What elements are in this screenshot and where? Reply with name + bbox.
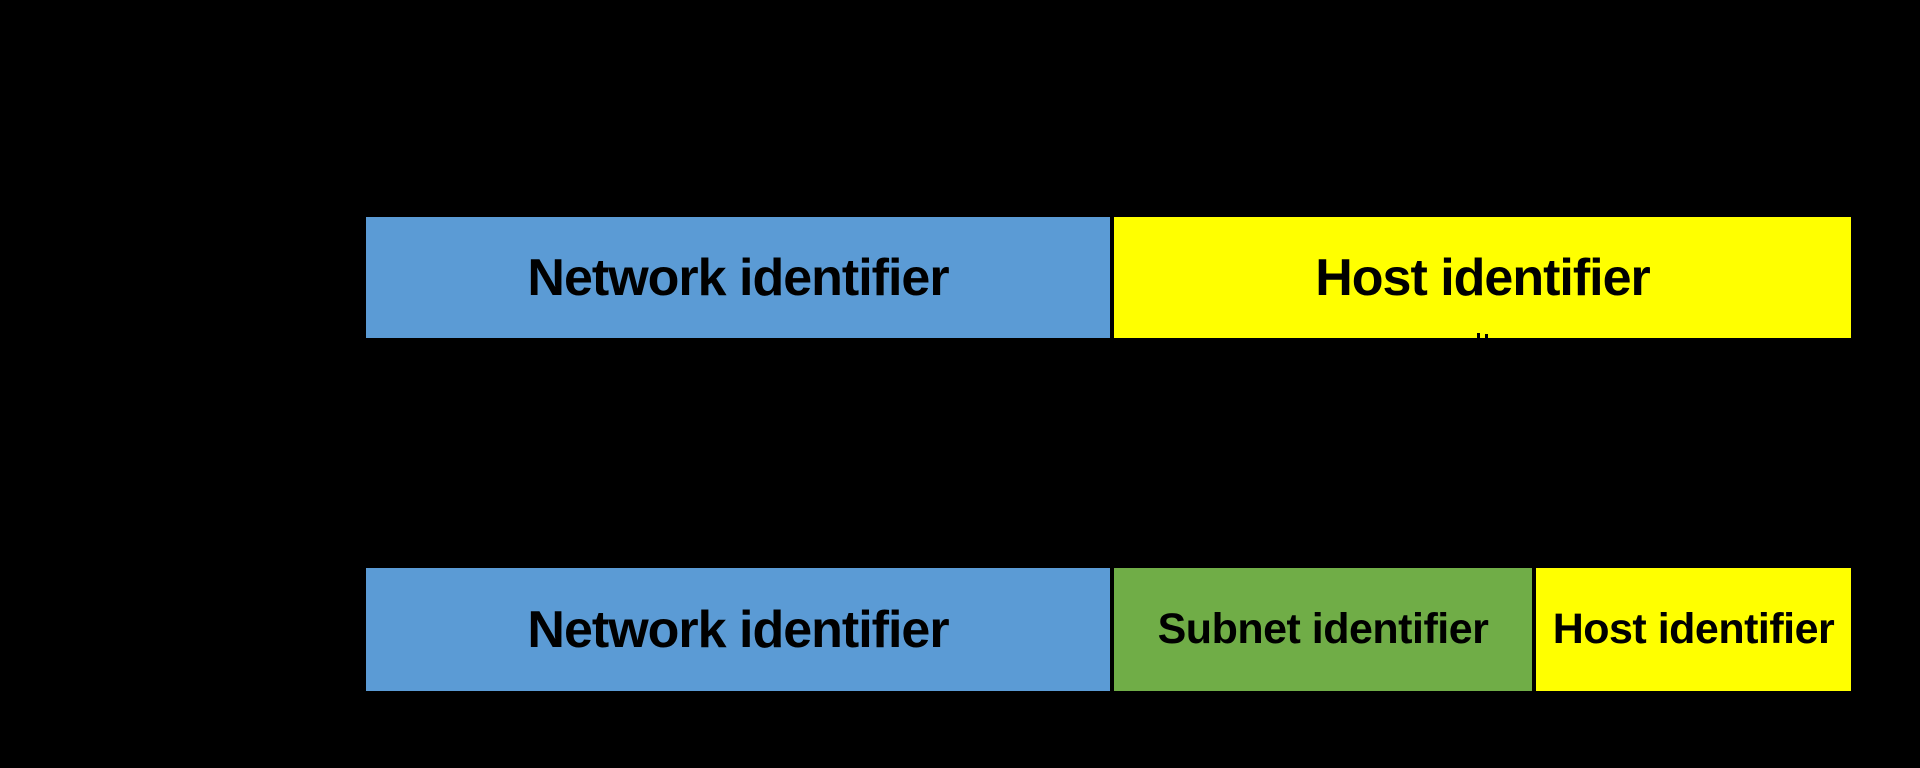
address-bar-with-subnetting: Network identifier Subnet identifier Hos…	[0, 568, 1920, 691]
network-identifier-label: Network identifier	[527, 600, 949, 659]
subnet-identifier-segment: Subnet identifier	[1114, 568, 1532, 691]
network-identifier-label: Network identifier	[527, 248, 949, 307]
host-identifier-label: Host identifier	[1315, 248, 1651, 307]
host-identifier-segment: Host identifier	[1536, 568, 1851, 691]
network-identifier-segment: Network identifier	[366, 217, 1110, 338]
stray-ink-mark	[1477, 333, 1480, 338]
address-bar-without-subnetting: Network identifier Host identifier	[0, 217, 1920, 338]
host-identifier-label: Host identifier	[1552, 605, 1835, 653]
stray-ink-mark	[1485, 334, 1488, 338]
host-identifier-segment: Host identifier	[1114, 217, 1851, 338]
network-identifier-segment: Network identifier	[366, 568, 1110, 691]
subnet-identifier-label: Subnet identifier	[1157, 605, 1489, 653]
